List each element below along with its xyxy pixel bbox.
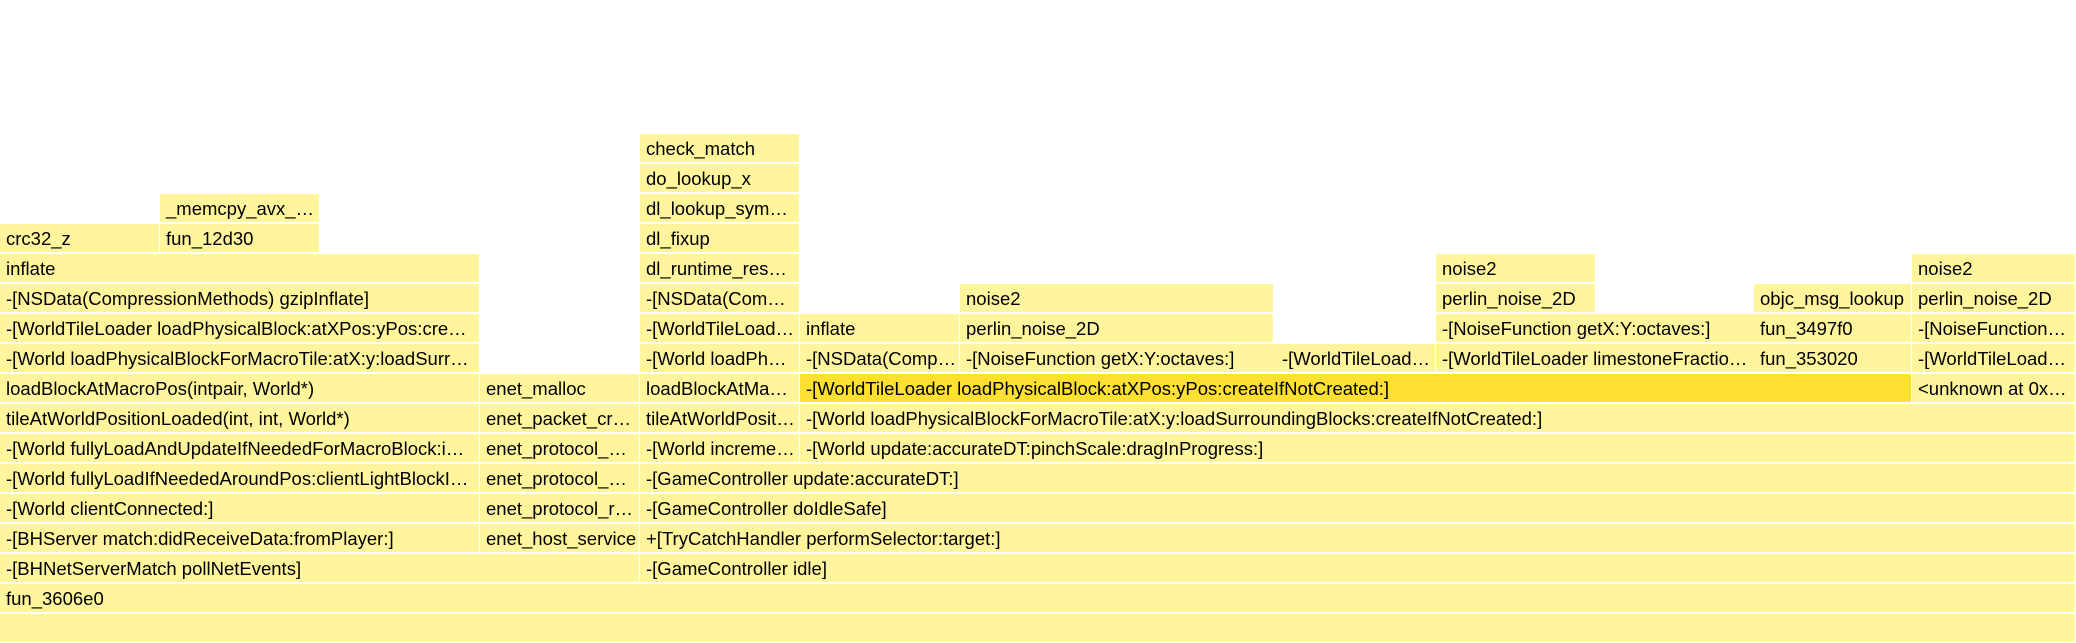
frame-noise2[interactable]: noise2 (960, 284, 1274, 313)
frame-enet-protocol[interactable]: enet_protocol_… (480, 464, 640, 493)
frame-enet-protocol-r[interactable]: enet_protocol_r… (480, 494, 640, 523)
frame-dl-runtime-res[interactable]: dl_runtime_res… (640, 254, 800, 283)
frame-memcpy-avx[interactable]: _memcpy_avx_… (160, 194, 320, 223)
frame-gamecontroller-doidlesafe[interactable]: -[GameController doIdleSafe] (640, 494, 2076, 523)
frame-worldtileloader-loadphysicalblock-atxpos[interactable]: -[WorldTileLoader loadPhysicalBlock:atXP… (800, 374, 1912, 403)
frame-world-loadphysicalblockformacrotile-atx-[interactable]: -[World loadPhysicalBlockForMacroTile:at… (0, 344, 480, 373)
frame-dl-lookup-sym[interactable]: dl_lookup_sym… (640, 194, 800, 223)
frame-enet-protocol[interactable]: enet_protocol_… (480, 434, 640, 463)
frame-root[interactable] (0, 614, 2076, 643)
frame-worldtileloader-limestonefractio[interactable]: -[WorldTileLoader limestoneFractio… (1436, 344, 1756, 373)
frame-trycatchhandler-performselector-target[interactable]: +[TryCatchHandler performSelector:target… (640, 524, 2076, 553)
frame-world-loadph[interactable]: -[World loadPh… (640, 344, 800, 373)
frame-enet-host-service[interactable]: enet_host_service (480, 524, 640, 553)
frame-crc32-z[interactable]: crc32_z (0, 224, 160, 253)
frame-nsdata-compressionmethods-gzipinflate[interactable]: -[NSData(CompressionMethods) gzipInflate… (0, 284, 480, 313)
frame-noisefunction-getx-y-octaves[interactable]: -[NoiseFunction getX:Y:octaves:] (960, 344, 1280, 373)
frame-gamecontroller-update-accuratedt[interactable]: -[GameController update:accurateDT:] (640, 464, 2076, 493)
frame-fun-3606e0[interactable]: fun_3606e0 (0, 584, 2076, 613)
frame-loadblockatmacropos-intpair-world[interactable]: loadBlockAtMacroPos(intpair, World*) (0, 374, 480, 403)
frame-nsdata-com[interactable]: -[NSData(Com… (640, 284, 800, 313)
frame-worldtileload[interactable]: -[WorldTileLoad… (640, 314, 800, 343)
frame-perlin-noise-2d[interactable]: perlin_noise_2D (1912, 284, 2076, 313)
frame-objc-msg-lookup[interactable]: objc_msg_lookup (1754, 284, 1912, 313)
frame-noisefunction[interactable]: -[NoiseFunction… (1912, 314, 2076, 343)
frame-world-loadphysicalblockformacrotile-atx-[interactable]: -[World loadPhysicalBlockForMacroTile:at… (800, 404, 2076, 433)
frame-worldtileload[interactable]: -[WorldTileLoad… (1276, 344, 1436, 373)
frame-noise2[interactable]: noise2 (1436, 254, 1596, 283)
frame-nsdata-comp[interactable]: -[NSData(Comp… (800, 344, 960, 373)
frame-perlin-noise-2d[interactable]: perlin_noise_2D (960, 314, 1274, 343)
frame-fun-353020[interactable]: fun_353020 (1754, 344, 1912, 373)
frame-world-increme[interactable]: -[World increme… (640, 434, 800, 463)
frame-noisefunction-getx-y-octaves[interactable]: -[NoiseFunction getX:Y:octaves:] (1436, 314, 1756, 343)
frame-world-clientconnected[interactable]: -[World clientConnected:] (0, 494, 480, 523)
frame-dl-fixup[interactable]: dl_fixup (640, 224, 800, 253)
frame-unknown-at-0x[interactable]: <unknown at 0x… (1912, 374, 2076, 403)
frame-noise2[interactable]: noise2 (1912, 254, 2076, 283)
frame-tileatworldpositionloaded-int-int-world[interactable]: tileAtWorldPositionLoaded(int, int, Worl… (0, 404, 480, 433)
frame-inflate[interactable]: inflate (800, 314, 960, 343)
frame-perlin-noise-2d[interactable]: perlin_noise_2D (1436, 284, 1596, 313)
frame-world-update-accuratedt-pinchscale-dragi[interactable]: -[World update:accurateDT:pinchScale:dra… (800, 434, 2076, 463)
frame-bhnetservermatch-pollnetevents[interactable]: -[BHNetServerMatch pollNetEvents] (0, 554, 640, 583)
frame-do-lookup-x[interactable]: do_lookup_x (640, 164, 800, 193)
frame-gamecontroller-idle[interactable]: -[GameController idle] (640, 554, 2076, 583)
frame-tileatworldposit[interactable]: tileAtWorldPosit… (640, 404, 800, 433)
frame-check-match[interactable]: check_match (640, 134, 800, 163)
frame-fun-3497f0[interactable]: fun_3497f0 (1754, 314, 1912, 343)
frame-enet-malloc[interactable]: enet_malloc (480, 374, 640, 403)
frame-worldtileloader-loadphysicalblock-atxpos[interactable]: -[WorldTileLoader loadPhysicalBlock:atXP… (0, 314, 480, 343)
frame-worldtileload[interactable]: -[WorldTileLoad… (1912, 344, 2076, 373)
frame-enet-packet-cr[interactable]: enet_packet_cr… (480, 404, 640, 433)
frame-world-fullyloadifneededaroundpos-clientl[interactable]: -[World fullyLoadIfNeededAroundPos:clien… (0, 464, 480, 493)
frame-world-fullyloadandupdateifneededformacro[interactable]: -[World fullyLoadAndUpdateIfNeededForMac… (0, 434, 480, 463)
frame-inflate[interactable]: inflate (0, 254, 480, 283)
frame-fun-12d30[interactable]: fun_12d30 (160, 224, 320, 253)
frame-bhserver-match-didreceivedata-fromplayer[interactable]: -[BHServer match:didReceiveData:fromPlay… (0, 524, 480, 553)
frame-loadblockatma[interactable]: loadBlockAtMa… (640, 374, 800, 403)
